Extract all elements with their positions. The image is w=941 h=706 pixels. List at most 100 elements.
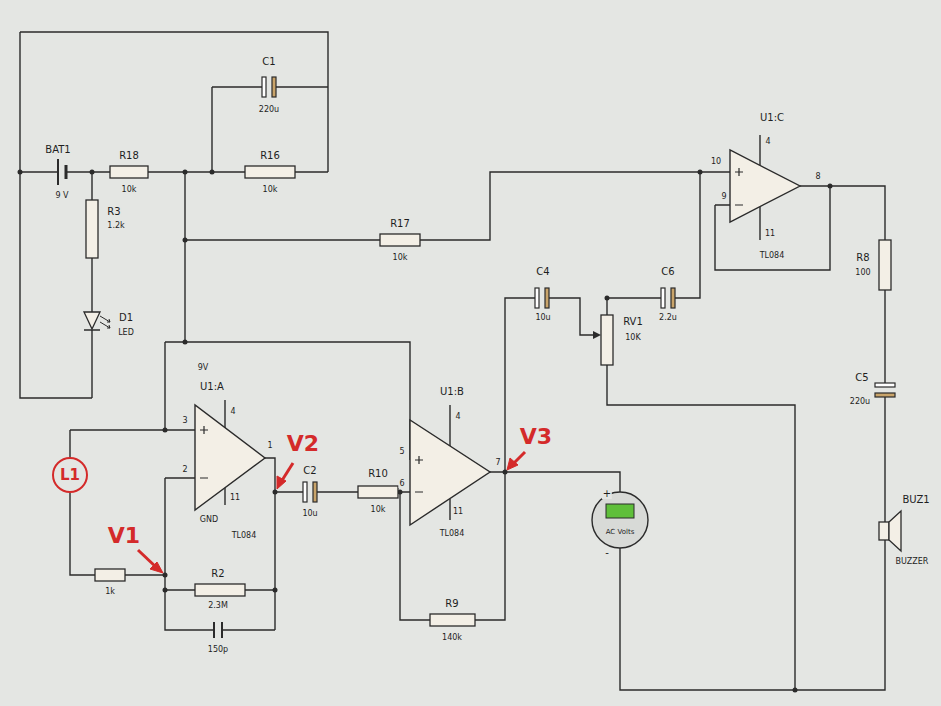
junction bbox=[828, 184, 833, 189]
potentiometer-symbol bbox=[601, 315, 613, 365]
opamp-symbol bbox=[410, 420, 490, 525]
capacitor-symbol bbox=[875, 393, 895, 397]
component-value: 10u bbox=[301, 510, 318, 518]
led-symbol bbox=[84, 329, 100, 331]
component-name: U1:A bbox=[199, 382, 225, 392]
voltmeter-symbol bbox=[592, 492, 648, 548]
pointer-arrow bbox=[277, 476, 286, 489]
voltage-label: V3 bbox=[519, 426, 553, 448]
resistor-symbol bbox=[358, 486, 398, 498]
battery-symbol bbox=[57, 159, 59, 185]
resistor-symbol bbox=[245, 166, 295, 178]
junction bbox=[183, 170, 188, 175]
part-type: TL084 bbox=[439, 530, 466, 538]
component-name: R2 bbox=[210, 569, 225, 579]
pin-number: 1 bbox=[266, 442, 273, 450]
component-name: R3 bbox=[106, 207, 121, 217]
component-value: 1k bbox=[104, 588, 116, 596]
resistor-symbol bbox=[95, 569, 125, 581]
capacitor-symbol bbox=[535, 288, 539, 308]
input-sign bbox=[735, 168, 743, 205]
component-value: 10k bbox=[121, 186, 138, 194]
pin-number: 11 bbox=[452, 508, 464, 516]
resistor-symbol bbox=[110, 166, 148, 178]
junction bbox=[273, 588, 278, 593]
capacitor-symbol bbox=[313, 482, 317, 502]
pin-number: 11 bbox=[764, 230, 776, 238]
component-name: C2 bbox=[302, 466, 317, 476]
junction bbox=[183, 340, 188, 345]
component-name: D1 bbox=[118, 313, 134, 323]
component-name: R8 bbox=[855, 253, 870, 263]
junction bbox=[163, 428, 168, 433]
component-value: 220u bbox=[849, 398, 871, 406]
pin-number: 5 bbox=[398, 448, 405, 456]
component-name: C6 bbox=[660, 267, 675, 277]
component-value: 2.2u bbox=[658, 314, 678, 322]
input-sign bbox=[415, 456, 423, 492]
component-value: LED bbox=[117, 329, 135, 337]
component-value: 220u bbox=[258, 106, 280, 114]
supply-label: 9V bbox=[197, 364, 210, 372]
component-name: BUZ1 bbox=[901, 495, 930, 505]
inductor-name: L1 bbox=[60, 468, 80, 483]
component-name: C5 bbox=[854, 373, 869, 383]
resistor-symbol bbox=[879, 240, 891, 290]
resistor-symbol bbox=[380, 234, 420, 246]
component-value: 10k bbox=[370, 506, 387, 514]
ground-label: GND bbox=[199, 516, 219, 524]
part-type: TL084 bbox=[231, 532, 258, 540]
capacitor-symbol bbox=[661, 288, 665, 308]
component-value: 10k bbox=[262, 186, 279, 194]
component-name: U1:B bbox=[439, 387, 465, 397]
opamp-input-signs bbox=[200, 168, 743, 492]
resistor-symbol bbox=[86, 200, 98, 258]
component-value: 10k bbox=[392, 254, 409, 262]
led-symbol bbox=[84, 312, 100, 329]
junction-dots bbox=[18, 170, 833, 693]
component-name: R9 bbox=[444, 599, 459, 609]
capacitor-symbol bbox=[875, 383, 895, 387]
pin-number: 7 bbox=[494, 459, 501, 467]
component-value: 1.2k bbox=[106, 222, 125, 230]
component-name: R16 bbox=[259, 151, 281, 161]
capacitor-symbol bbox=[545, 288, 549, 308]
junction bbox=[273, 490, 278, 495]
component-name: RV1 bbox=[622, 317, 644, 327]
junction bbox=[163, 588, 168, 593]
part-type: TL084 bbox=[759, 252, 786, 260]
component-value: 150p bbox=[207, 646, 229, 654]
component-name: R18 bbox=[118, 151, 140, 161]
buzzer-symbol bbox=[879, 522, 889, 540]
pin-number: 11 bbox=[229, 494, 241, 502]
component-value: 10K bbox=[624, 334, 641, 342]
wiper-arrow bbox=[593, 331, 601, 339]
meter-label: AC Volts bbox=[605, 529, 636, 536]
voltage-label: V2 bbox=[286, 433, 320, 455]
component-value: 140k bbox=[441, 634, 463, 642]
pin-number: 9 bbox=[720, 193, 727, 201]
component-value: 2.3M bbox=[207, 602, 229, 610]
opamp-symbol bbox=[730, 150, 800, 222]
component-name: U1:C bbox=[759, 113, 785, 123]
component-name: C1 bbox=[261, 57, 276, 67]
component-name: R17 bbox=[389, 219, 411, 229]
capacitor-symbol bbox=[262, 77, 266, 97]
capacitor-symbol bbox=[272, 77, 276, 97]
polarity-sign: + bbox=[602, 489, 612, 499]
junction bbox=[210, 170, 215, 175]
pin-number: 4 bbox=[454, 413, 461, 421]
opamp-symbol bbox=[195, 405, 265, 510]
component-name: R10 bbox=[367, 469, 389, 479]
light-arrow bbox=[100, 316, 110, 322]
pin-number: 6 bbox=[398, 480, 405, 488]
pin-number: 8 bbox=[814, 173, 821, 181]
component-value: BUZZER bbox=[895, 558, 930, 566]
led-light-arrows bbox=[100, 316, 110, 328]
junction bbox=[183, 238, 188, 243]
junction bbox=[698, 170, 703, 175]
inductor-circle: L1 bbox=[52, 457, 88, 493]
wire bbox=[20, 32, 885, 690]
input-sign bbox=[200, 426, 208, 478]
